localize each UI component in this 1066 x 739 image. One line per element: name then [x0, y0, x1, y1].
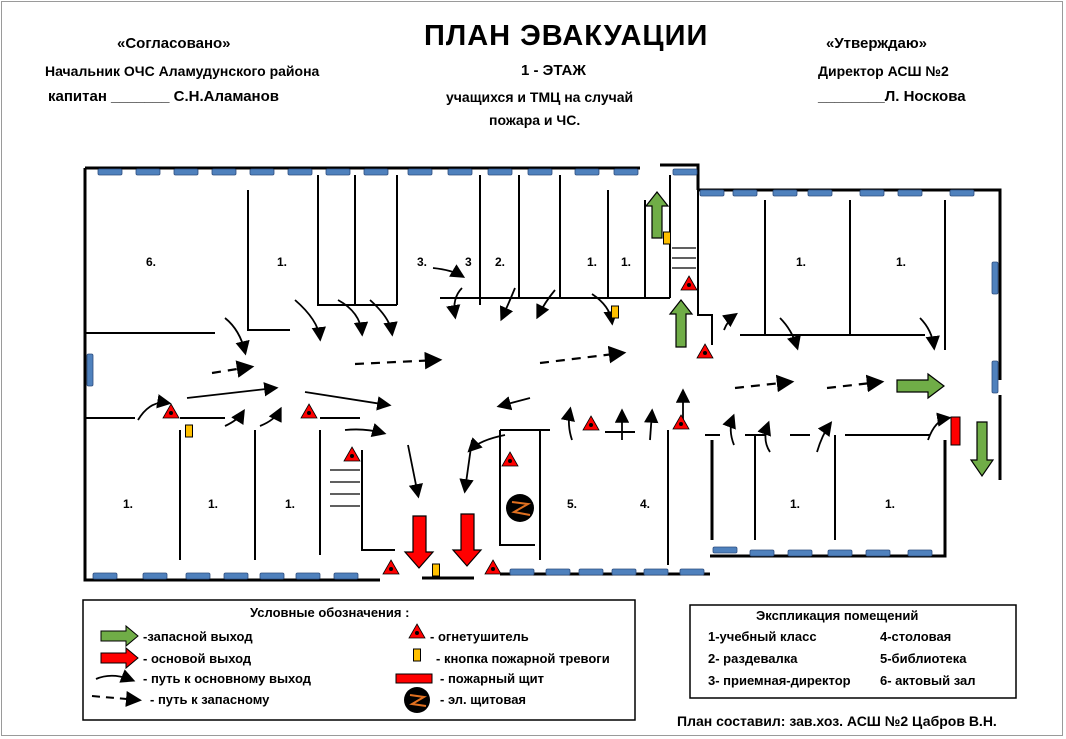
inner-walls	[85, 175, 946, 565]
approver-name: капитан _______ С.Н.Аламанов	[48, 88, 279, 105]
spare-path-arrows	[211, 345, 885, 393]
room-label: 1.	[885, 497, 895, 511]
confirmed-label: «Утверждаю»	[826, 35, 928, 52]
room-label: 2.	[495, 255, 505, 269]
room-label: 3	[465, 255, 472, 269]
legend-spare-path-icon	[91, 690, 142, 707]
subtitle-line1: учащихся и ТМЦ на случай	[446, 89, 634, 105]
director-position: Директор АСШ №2	[818, 63, 949, 79]
explication-item: 6- актовый зал	[880, 673, 976, 688]
director-name: ________Л. Носкова	[818, 88, 966, 105]
legend-main-path-icon	[95, 669, 136, 683]
legend-spare-exit: -запасной выход	[143, 629, 253, 644]
legend-spare-exit-icon	[100, 624, 139, 648]
room-label: 6.	[146, 255, 156, 269]
room-label: 4.	[640, 497, 650, 511]
stairs-left	[330, 469, 360, 507]
alarm-buttons	[185, 231, 671, 577]
plan-title: ПЛАН ЭВАКУАЦИИ	[424, 20, 709, 52]
legend-main-exit: - основой выход	[143, 651, 252, 666]
windows	[86, 168, 999, 580]
room-label: 1.	[285, 497, 295, 511]
spare-exit-arrows	[644, 191, 995, 478]
legend-alarm-button: - кнопка пожарной тревоги	[436, 651, 610, 666]
approver-position: Начальник ОЧС Аламудунского района	[45, 63, 320, 79]
plan-author: План составил: зав.хоз. АСШ №2 Цабров В.…	[677, 713, 997, 729]
legend-extinguisher-icon	[408, 623, 426, 639]
room-label: 1.	[621, 255, 631, 269]
room-label: 3.	[417, 255, 427, 269]
legend-main-path: - путь к основному выход	[143, 671, 312, 686]
main-path-arrows	[137, 264, 952, 499]
subtitle-line2: пожара и ЧС.	[489, 112, 581, 128]
outer-walls	[83, 163, 1002, 582]
legend-fire-shield-icon	[395, 673, 433, 684]
room-label: 1.	[587, 255, 597, 269]
explication-item: 4-столовая	[880, 629, 951, 644]
stairs-right	[672, 247, 696, 269]
approved-label: «Согласовано»	[117, 35, 231, 52]
explication-box	[689, 604, 1017, 699]
room-label: 1.	[896, 255, 906, 269]
room-label: 5.	[567, 497, 577, 511]
fire-extinguishers	[162, 275, 714, 575]
legend-extinguisher: - огнетушитель	[430, 629, 529, 644]
legend-fire-shield: - пожарный щит	[440, 671, 544, 686]
legend-spare-path: - путь к запасному	[150, 692, 270, 707]
room-label: 1.	[208, 497, 218, 511]
room-label: 1.	[790, 497, 800, 511]
explication-item: 1-учебный класс	[708, 629, 817, 644]
legend-electric-panel: - эл. щитовая	[440, 692, 526, 707]
electric-panel-icon	[506, 494, 534, 522]
legend-main-exit-icon	[100, 646, 139, 670]
room-label: 1.	[277, 255, 287, 269]
floor-label: 1 - ЭТАЖ	[521, 62, 586, 79]
legend-alarm-icon	[413, 648, 421, 662]
explication-item: 2- раздевалка	[708, 651, 798, 666]
explication-title: Экспликация помещений	[756, 608, 918, 623]
explication-item: 3- приемная-директор	[708, 673, 851, 688]
legend-title: Условные обозначения :	[250, 605, 409, 620]
room-label: 1.	[123, 497, 133, 511]
legend-box	[82, 599, 636, 721]
fire-shield	[950, 416, 961, 446]
explication-item: 5-библиотека	[880, 651, 967, 666]
main-exit-arrows	[403, 513, 483, 569]
room-label: 1.	[796, 255, 806, 269]
